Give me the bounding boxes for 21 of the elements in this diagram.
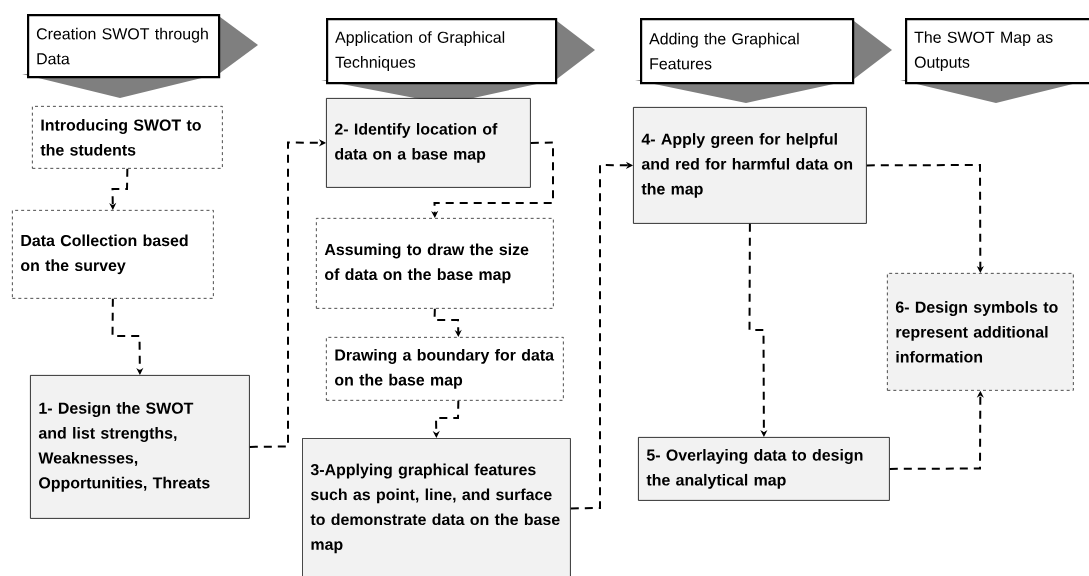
key-step-box: 3-Applying graphical features such as point, line, and surface to demonstrate data on the base map bbox=[302, 438, 571, 576]
arrow bbox=[865, 164, 984, 273]
key-step-box: 6- Design symbols to represent additional information bbox=[887, 273, 1074, 391]
stage-header: Application of Graphical Techniques bbox=[321, 18, 595, 104]
arrow bbox=[248, 139, 326, 448]
step-box: Introducing SWOT to the students bbox=[32, 106, 223, 169]
step-box: Data Collection based on the survey bbox=[12, 210, 214, 299]
step-box: Assuming to draw the size of data on the base map bbox=[316, 218, 554, 309]
arrow bbox=[433, 307, 462, 337]
arrow bbox=[569, 161, 633, 510]
stage-header: Adding the Graphical Features bbox=[635, 18, 892, 103]
stage-header: The SWOT Map as Outputs bbox=[900, 18, 1089, 103]
stage-header: Creation SWOT through Data bbox=[22, 14, 258, 98]
key-step-box: 4- Apply green for helpful and red for harmful data on the map bbox=[633, 107, 867, 224]
key-step-box: 2- Identify location of data on a base map bbox=[326, 98, 531, 188]
key-step-box: 5- Overlaying data to design the analytical map bbox=[638, 437, 890, 501]
key-step-box: 1- Design the SWOT and list strengths, Weaknesses, Opportunities, Threats bbox=[30, 375, 250, 519]
arrow bbox=[111, 297, 144, 375]
arrow bbox=[748, 222, 768, 437]
step-box: Drawing a boundary for data on the base map bbox=[326, 337, 564, 401]
node-label: The SWOT Map as Outputs bbox=[914, 31, 1053, 71]
